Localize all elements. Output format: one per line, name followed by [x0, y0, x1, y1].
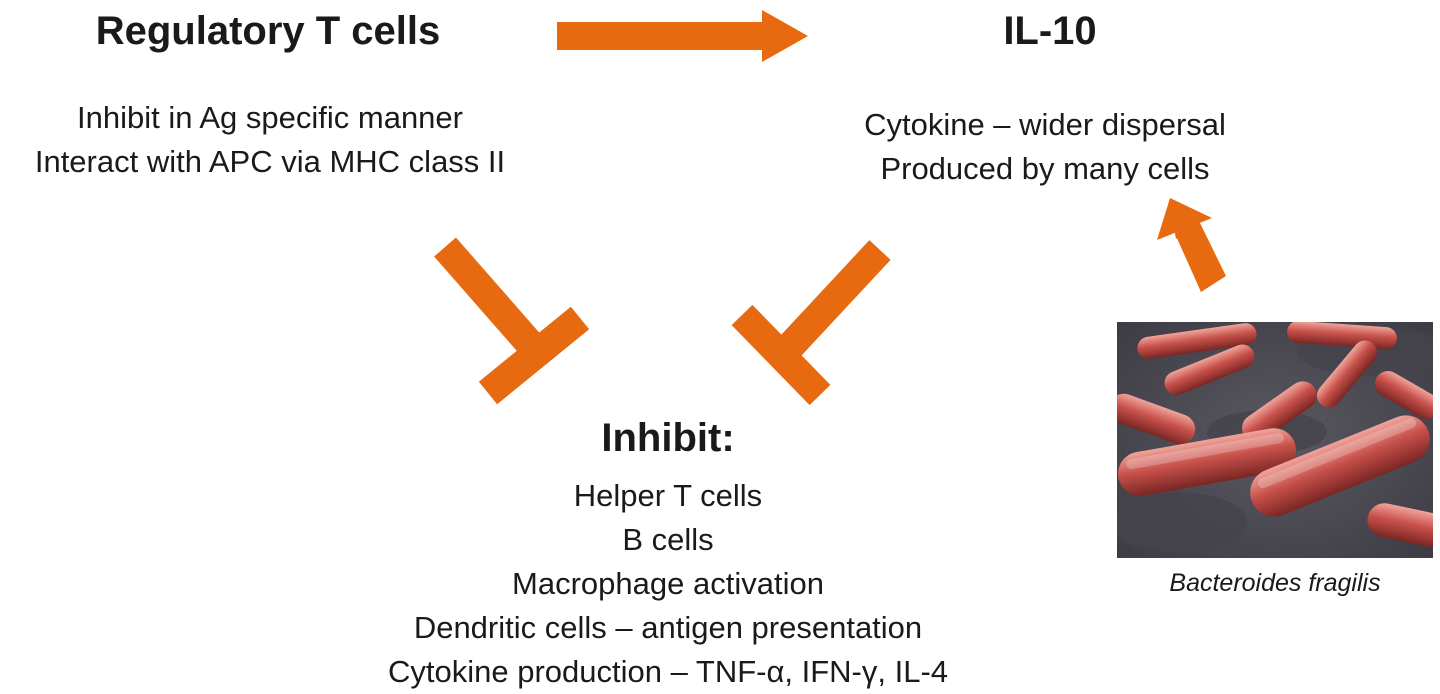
inhibit-bar-right — [731, 240, 891, 406]
inhibit-item: Macrophage activation — [512, 566, 824, 601]
il10-description: Cytokine – wider dispersal Produced by m… — [800, 103, 1290, 191]
inhibit-item: B cells — [622, 522, 714, 557]
treg-line: Inhibit in Ag specific manner — [77, 100, 463, 135]
inhibit-bar-left — [434, 237, 590, 405]
inhibit-list: Helper T cells B cells Macrophage activa… — [318, 474, 1018, 694]
arrow-treg-to-il10 — [557, 10, 808, 62]
arrow-bacteria-to-il10 — [1157, 198, 1226, 294]
inhibit-item: Cytokine production – TNF-α, IFN-γ, IL-4 — [387, 654, 949, 689]
inhibit-item: Helper T cells — [573, 478, 763, 513]
treg-line: Interact with APC via MHC class II — [34, 144, 506, 179]
bacteroides-fragilis-image — [1117, 322, 1433, 558]
inhibit-title: Inhibit: — [601, 416, 735, 460]
regulatory-t-cells-description: Inhibit in Ag specific manner Interact w… — [0, 96, 540, 184]
inhibit-item: Dendritic cells – antigen presentation — [413, 610, 923, 645]
il10-line: Produced by many cells — [880, 151, 1210, 186]
il10-line: Cytokine – wider dispersal — [864, 107, 1226, 142]
regulatory-t-cells-title: Regulatory T cells — [95, 9, 441, 53]
bacteria-caption: Bacteroides fragilis — [1169, 569, 1381, 597]
il10-title: IL-10 — [1003, 9, 1097, 53]
